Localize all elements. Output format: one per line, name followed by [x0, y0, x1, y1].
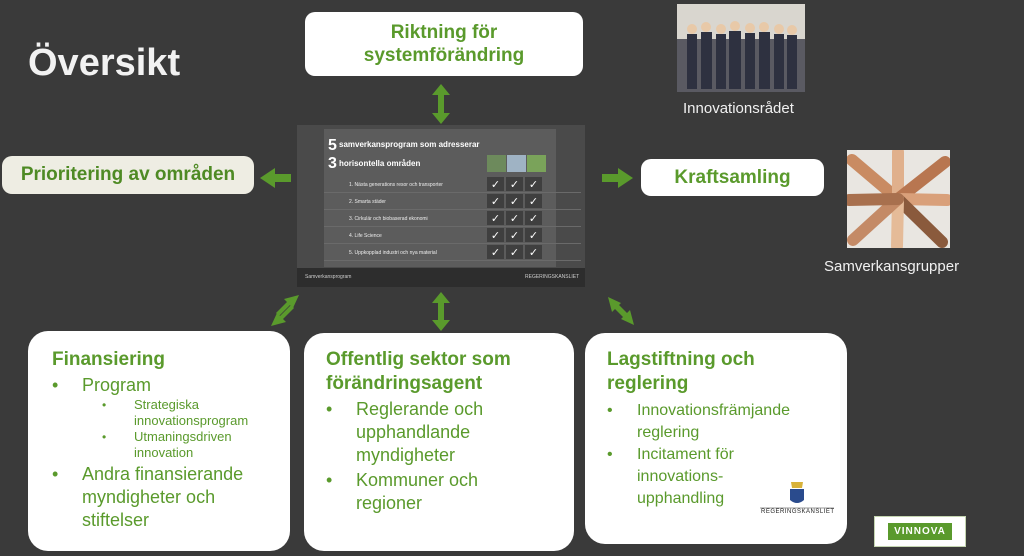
- slide-footer-left: Samverkansprogram: [305, 274, 352, 280]
- concentration-box: Kraftsamling: [641, 159, 824, 196]
- list-item: Kommuner och regioner: [326, 469, 506, 515]
- slide-number-5: 5: [328, 137, 337, 154]
- financing-heading: Finansiering: [52, 349, 165, 370]
- list-item: Program: [52, 374, 290, 397]
- check-icon: ✓: [487, 245, 504, 259]
- slide-row-label: 1. Nästa generations resor och transport…: [349, 181, 443, 188]
- slide-row: 1. Nästa generations resor och transport…: [324, 177, 581, 193]
- check-icon: ✓: [487, 211, 504, 225]
- slide-row: 5. Uppkopplad industri och nya material ✓…: [324, 245, 581, 261]
- check-icon: ✓: [506, 177, 523, 191]
- slide-row: 3. Cirkulär och biobaserad ekonomi✓✓✓: [324, 211, 581, 227]
- slide-footer: Samverkansprogram REGERINGSKANSLIET: [297, 268, 585, 287]
- collaboration-hands-photo: [847, 150, 950, 248]
- slide-row: 2. Smarta städer✓✓✓: [324, 194, 581, 210]
- legislation-list: Innovationsfrämjande reglering Incitamen…: [607, 400, 847, 510]
- check-icon: ✓: [506, 194, 523, 208]
- innovation-council-photo: [677, 4, 805, 92]
- direction-box: Riktning för systemförändring: [305, 12, 583, 76]
- list-item: Reglerande och upphandlande myndigheter: [326, 398, 516, 467]
- slide-heading-line2: horisontella områden: [339, 159, 421, 168]
- list-item: Strategiska innovationsprogram: [82, 397, 284, 429]
- check-icon: ✓: [525, 194, 542, 208]
- innovation-council-caption: Innovationsrådet: [683, 100, 794, 117]
- list-item: Andra finansierande myndigheter och stif…: [52, 463, 272, 532]
- check-icon: ✓: [525, 177, 542, 191]
- check-icon: ✓: [525, 245, 542, 259]
- collaboration-groups-caption: Samverkansgrupper: [824, 258, 960, 275]
- check-icon: ✓: [487, 177, 504, 191]
- slide-image-city: [507, 155, 526, 172]
- left-arrow: [260, 168, 291, 188]
- check-icon: ✓: [487, 194, 504, 208]
- vertical-double-arrow-bottom: [432, 292, 450, 331]
- check-icon: ✓: [506, 245, 523, 259]
- slide-footer-right: REGERINGSKANSLIET: [525, 274, 580, 280]
- prioritization-box: Prioritering av områden: [2, 156, 254, 194]
- slide-heading-line1: samverkansprogram som adresserar: [339, 140, 480, 149]
- slide-row-label: 3. Cirkulär och biobaserad ekonomi: [349, 215, 428, 222]
- crown-shield-icon: [760, 482, 834, 509]
- check-icon: ✓: [525, 211, 542, 225]
- public-sector-heading: Offentlig sektor som förändringsagent: [326, 349, 511, 394]
- slide-image-field: [527, 155, 546, 172]
- list-item: Innovationsfrämjande reglering: [607, 400, 837, 444]
- public-sector-list: Reglerande och upphandlande myndigheter …: [326, 398, 574, 515]
- diagonal-arrow-left: [271, 295, 299, 326]
- diagonal-arrow-right: [608, 297, 634, 325]
- program-slide-thumbnail: 5 samverkansprogram som adresserar 3 hor…: [297, 125, 585, 287]
- slide-image-nature: [487, 155, 506, 172]
- vinnova-logo-text: VINNOVA: [888, 523, 952, 540]
- check-icon: ✓: [487, 228, 504, 242]
- group-people-icon: [687, 21, 797, 89]
- regeringskansliet-logo: REGERINGSKANSLIET: [758, 478, 836, 518]
- check-icon: ✓: [506, 228, 523, 242]
- slide-number-3: 3: [328, 155, 337, 172]
- slide-row: 4. Life Science✓✓✓: [324, 228, 581, 244]
- direction-box-label: Riktning för systemförändring: [363, 22, 525, 66]
- check-icon: ✓: [525, 228, 542, 242]
- list-item: Utmaningsdriven innovation: [82, 429, 254, 461]
- legislation-heading: Lagstiftning och reglering: [607, 349, 755, 394]
- regeringskansliet-text: REGERINGSKANSLIET: [761, 509, 835, 515]
- financing-card: Finansiering Program Strategiska innovat…: [28, 331, 290, 551]
- slide-row-label: 5. Uppkopplad industri och nya material: [349, 249, 437, 256]
- slide-row-label: 4. Life Science: [349, 232, 382, 239]
- page-title: Översikt: [28, 42, 181, 84]
- vinnova-logo: VINNOVA: [874, 516, 966, 547]
- financing-list: Program Strategiska innovationsprogram U…: [52, 374, 290, 532]
- hands-together-icon: [847, 150, 950, 248]
- slide-row-label: 2. Smarta städer: [349, 198, 386, 205]
- public-sector-card: Offentlig sektor som förändringsagent Re…: [304, 333, 574, 551]
- check-icon: ✓: [506, 211, 523, 225]
- vertical-double-arrow-top: [432, 84, 450, 124]
- list-item: Incitament för innovations-upphandling: [607, 444, 757, 510]
- slide-content: 5 samverkansprogram som adresserar 3 hor…: [324, 129, 581, 267]
- right-arrow: [602, 168, 633, 188]
